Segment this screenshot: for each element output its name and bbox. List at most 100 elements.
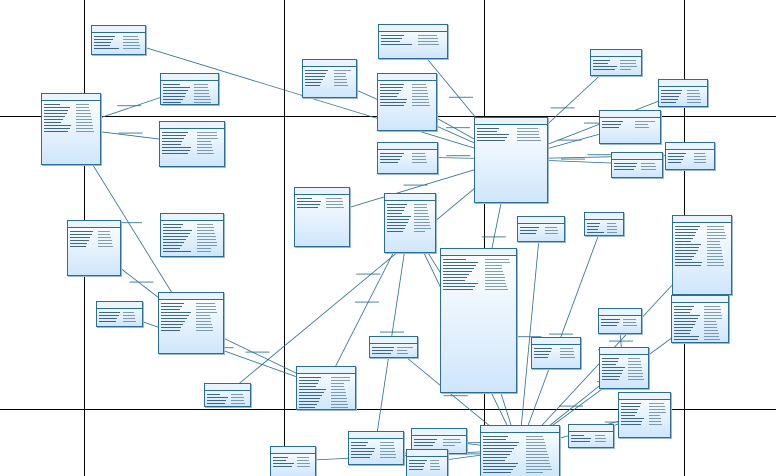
entity-table[interactable] (672, 215, 732, 295)
entity-header (303, 60, 356, 67)
column-type (707, 241, 720, 242)
column-name (161, 306, 182, 307)
entity-header (585, 213, 623, 220)
column-type (98, 231, 110, 232)
column-type (620, 63, 636, 64)
entity-header (481, 426, 559, 433)
column-type (380, 445, 394, 446)
column-type (196, 306, 216, 307)
column-type (98, 234, 110, 235)
entity-table[interactable] (440, 248, 517, 393)
entity-table[interactable] (158, 292, 224, 354)
entity-table[interactable] (302, 59, 357, 98)
entity-table[interactable] (480, 425, 560, 476)
entity-table[interactable] (584, 212, 624, 236)
entity-table[interactable] (204, 383, 251, 407)
entity-table[interactable] (160, 73, 219, 105)
entity-table[interactable] (294, 187, 350, 247)
entity-table[interactable] (377, 142, 438, 174)
column-name (614, 166, 636, 167)
entity-table[interactable] (590, 49, 642, 76)
column-name (674, 306, 694, 307)
column-type (76, 122, 92, 123)
column-type (628, 358, 640, 359)
entity-table[interactable] (658, 79, 708, 107)
column-type (526, 445, 546, 446)
column-type (704, 315, 722, 316)
entity-table[interactable] (377, 73, 437, 131)
column-type (297, 460, 309, 461)
entity-table[interactable] (369, 336, 418, 358)
entity-table[interactable] (599, 347, 649, 389)
column-name (443, 277, 467, 278)
column-name (207, 397, 228, 398)
column-name (161, 318, 187, 319)
column-name (163, 99, 183, 100)
entity-table[interactable] (531, 337, 581, 369)
entity-table[interactable] (96, 301, 143, 327)
column-name (273, 463, 294, 464)
column-type (331, 392, 346, 393)
column-type (76, 107, 89, 108)
page-divider-v2 (284, 0, 285, 476)
entity-table[interactable] (568, 424, 614, 448)
column-name (299, 407, 315, 408)
relationship-line (518, 227, 541, 451)
column-name (380, 159, 400, 160)
column-name (675, 235, 695, 236)
column-name (380, 156, 402, 157)
column-type (76, 119, 92, 120)
entity-header (599, 309, 641, 316)
column-name (621, 403, 641, 404)
relationship-label (481, 236, 506, 238)
entity-table[interactable] (348, 431, 404, 465)
column-type (380, 451, 395, 452)
column-name (593, 66, 617, 67)
column-type (704, 321, 716, 322)
column-name (443, 271, 472, 272)
column-type (412, 99, 429, 100)
entity-table[interactable] (160, 213, 224, 257)
entity-table[interactable] (406, 449, 448, 476)
entity-table[interactable] (384, 193, 436, 253)
entity-table[interactable] (41, 93, 101, 165)
entity-table[interactable] (296, 366, 356, 410)
entity-table[interactable] (517, 216, 565, 242)
column-name (668, 156, 684, 157)
entity-table[interactable] (671, 295, 729, 343)
entity-table[interactable] (618, 392, 671, 438)
entity-table[interactable] (91, 25, 146, 55)
column-name (668, 162, 681, 163)
entity-table[interactable] (599, 110, 661, 144)
entity-header (378, 74, 436, 81)
column-type (123, 315, 135, 316)
entity-header (569, 425, 613, 432)
column-name (571, 438, 591, 439)
column-name (299, 386, 316, 387)
column-name (299, 398, 320, 399)
column-type (526, 463, 550, 464)
column-name (520, 227, 539, 228)
column-name (162, 135, 186, 136)
entity-table[interactable] (611, 152, 663, 178)
entity-table[interactable] (665, 142, 715, 170)
relationship-label (129, 281, 154, 283)
entity-table[interactable] (378, 24, 448, 59)
entity-table[interactable] (598, 308, 642, 334)
relationship-label (609, 340, 633, 342)
entity-table[interactable] (67, 220, 121, 276)
column-name (163, 251, 191, 252)
entity-table[interactable] (159, 121, 225, 167)
column-name (602, 127, 619, 128)
column-name (381, 44, 412, 45)
column-name (273, 460, 286, 461)
entity-table[interactable] (270, 446, 316, 476)
column-type (620, 69, 631, 70)
column-name (163, 245, 182, 246)
column-type (414, 222, 430, 223)
column-type (194, 102, 211, 103)
entity-header (378, 143, 437, 150)
relationship-label (117, 105, 142, 107)
entity-table[interactable] (474, 117, 548, 203)
column-type (704, 309, 721, 310)
